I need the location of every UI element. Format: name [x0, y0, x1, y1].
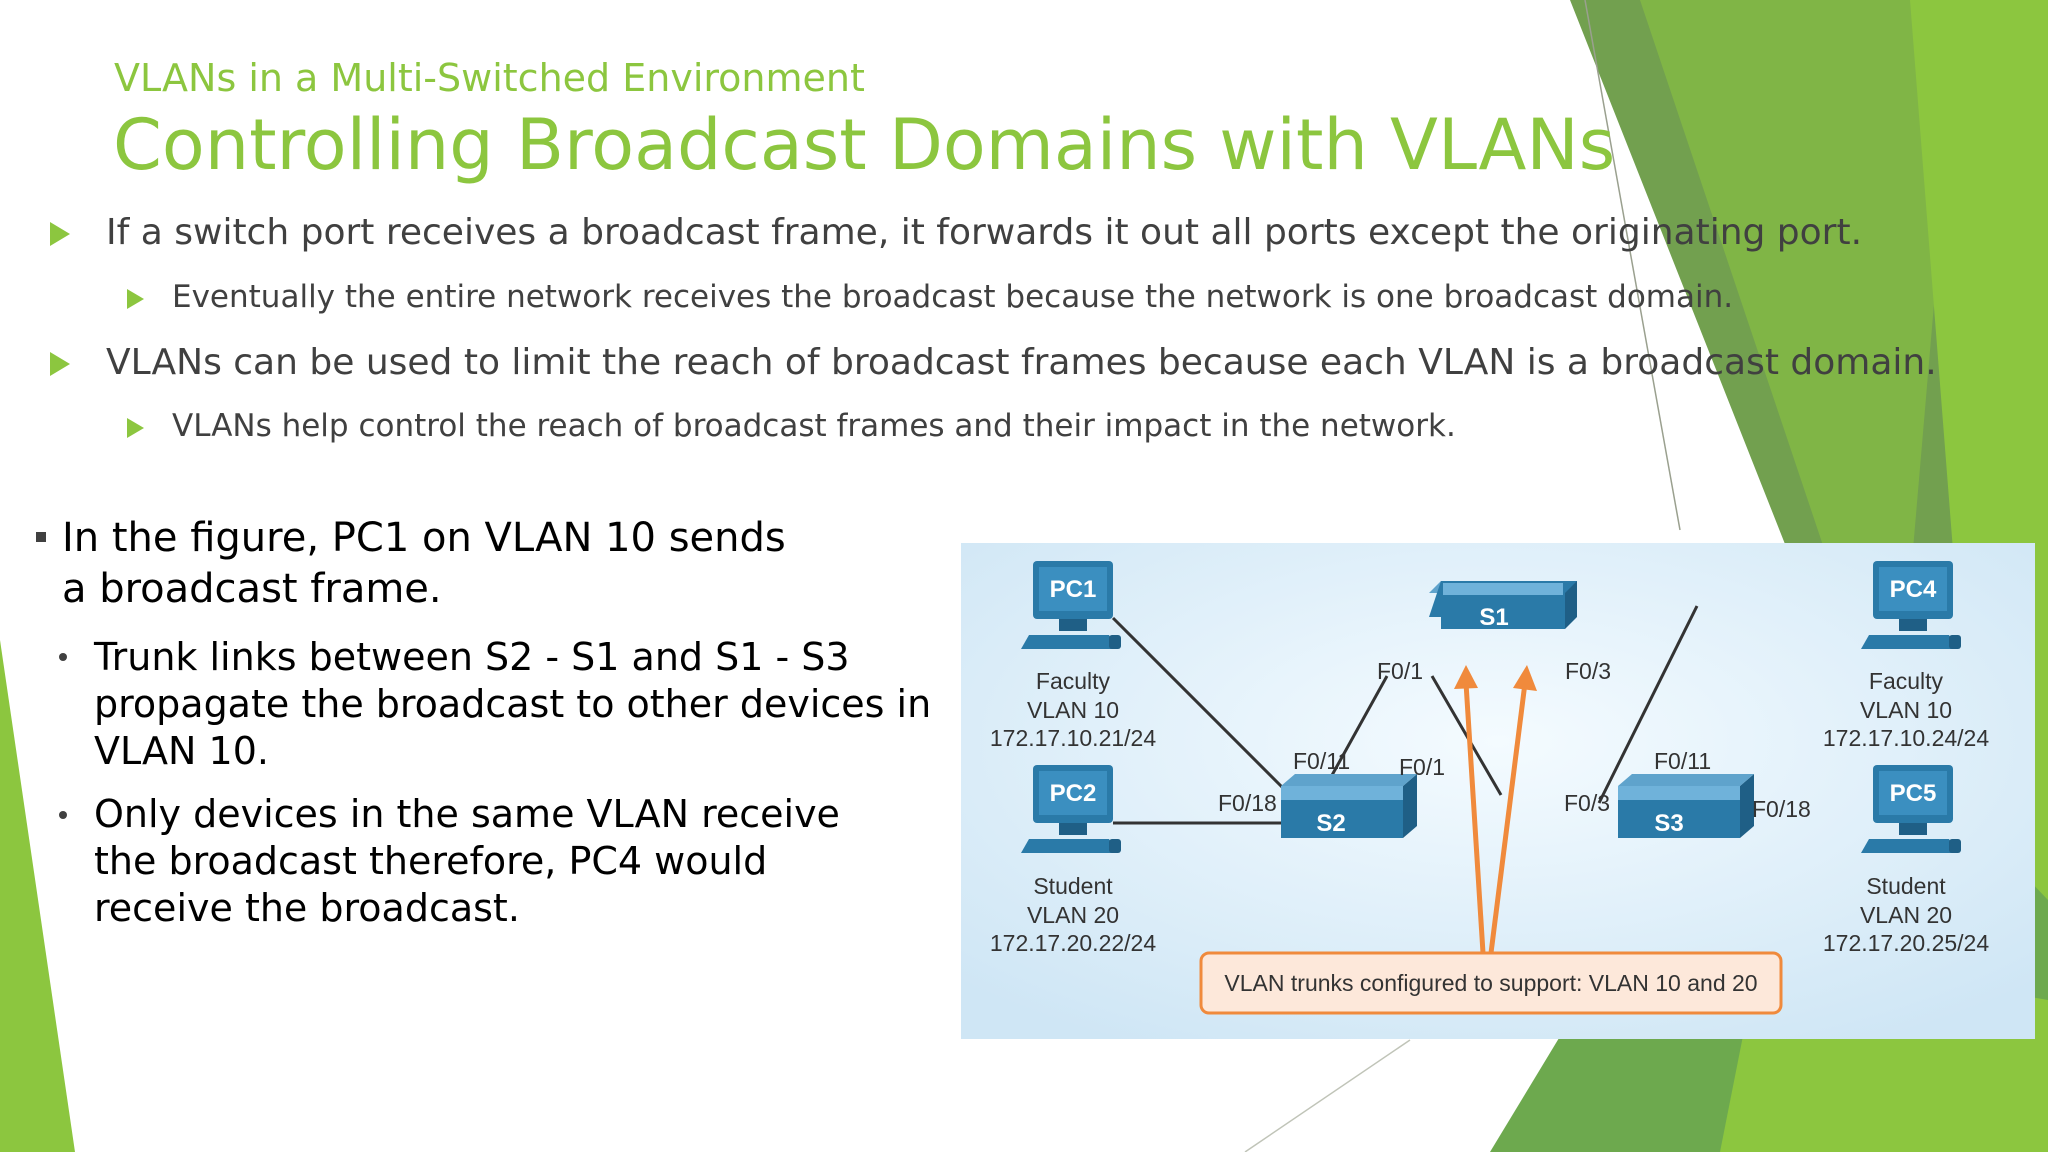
- bullet-arrow-icon: [127, 289, 144, 309]
- pc2-icon: PC2: [1021, 765, 1121, 853]
- sub-bullet-text: VLANs help control the reach of broadcas…: [172, 408, 1456, 444]
- pc-name: PC2: [1050, 780, 1097, 807]
- figure-note-point: Only devices in the same VLAN receive th…: [94, 792, 840, 930]
- slide-subtitle: VLANs in a Multi-Switched Environment: [114, 56, 865, 100]
- port-label: F0/3: [1565, 658, 1611, 684]
- pc-ip: 172.17.10.24/24: [1823, 725, 1989, 751]
- dot-bullet-icon: [59, 653, 67, 661]
- pc-name: PC5: [1890, 780, 1937, 807]
- port-label: F0/1: [1377, 658, 1423, 684]
- pc-name: PC4: [1890, 576, 1937, 603]
- switch-s1: S1: [1429, 581, 1577, 631]
- bullet-text: VLANs can be used to limit the reach of …: [106, 342, 1937, 383]
- bullet-text: If a switch port receives a broadcast fr…: [106, 212, 1863, 253]
- switch-label: S2: [1316, 810, 1345, 837]
- dot-bullet-icon: [59, 811, 67, 819]
- vlan-topology-diagram: S1 S2 S3 PC1 PC2 PC4: [961, 543, 2035, 1039]
- pc5-icon: PC5: [1861, 765, 1961, 853]
- pc-vlan: VLAN 20: [1027, 902, 1119, 928]
- switch-label: S3: [1654, 810, 1683, 837]
- figure-note-point: Trunk links between S2 - S1 and S1 - S3 …: [94, 635, 932, 773]
- figure-note-main: In the figure, PC1 on VLAN 10 sends a br…: [62, 515, 786, 612]
- network-links: [1111, 605, 1701, 825]
- bullet-arrow-icon: [50, 352, 70, 376]
- pc-role: Student: [1866, 873, 1946, 899]
- switch-s3: S3: [1618, 774, 1754, 838]
- port-label: F0/3: [1564, 790, 1610, 816]
- port-label: F0/18: [1752, 796, 1811, 822]
- trunk-callout-text: VLAN trunks configured to support: VLAN …: [1224, 970, 1757, 996]
- pc-role: Student: [1033, 873, 1113, 899]
- slide-title: Controlling Broadcast Domains with VLANs: [113, 104, 1616, 186]
- pc-vlan: VLAN 20: [1860, 902, 1952, 928]
- pc1-icon: PC1: [1021, 561, 1121, 649]
- pc-vlan: VLAN 10: [1027, 697, 1119, 723]
- port-label: F0/18: [1218, 790, 1277, 816]
- bullet-arrow-icon: [50, 222, 70, 246]
- switch-s2: S2: [1281, 774, 1417, 838]
- port-label: F0/1: [1399, 754, 1445, 780]
- port-label: F0/11: [1293, 748, 1350, 774]
- pc4-icon: PC4: [1861, 561, 1961, 649]
- pc-role: Faculty: [1036, 668, 1111, 694]
- pc-ip: 172.17.20.25/24: [1823, 930, 1989, 956]
- sub-bullet-text: Eventually the entire network receives t…: [172, 279, 1734, 315]
- port-label: F0/11: [1654, 748, 1711, 774]
- trunk-callout: [1199, 951, 1783, 1015]
- switch-label: S1: [1479, 604, 1508, 631]
- pc-vlan: VLAN 10: [1860, 697, 1952, 723]
- pc-ip: 172.17.20.22/24: [990, 930, 1156, 956]
- broadcast-arrows: [1454, 665, 1537, 954]
- square-bullet-icon: [36, 532, 46, 542]
- pc-ip: 172.17.10.21/24: [990, 725, 1156, 751]
- pc-role: Faculty: [1869, 668, 1944, 694]
- pc-name: PC1: [1050, 576, 1097, 603]
- bullet-arrow-icon: [127, 418, 144, 438]
